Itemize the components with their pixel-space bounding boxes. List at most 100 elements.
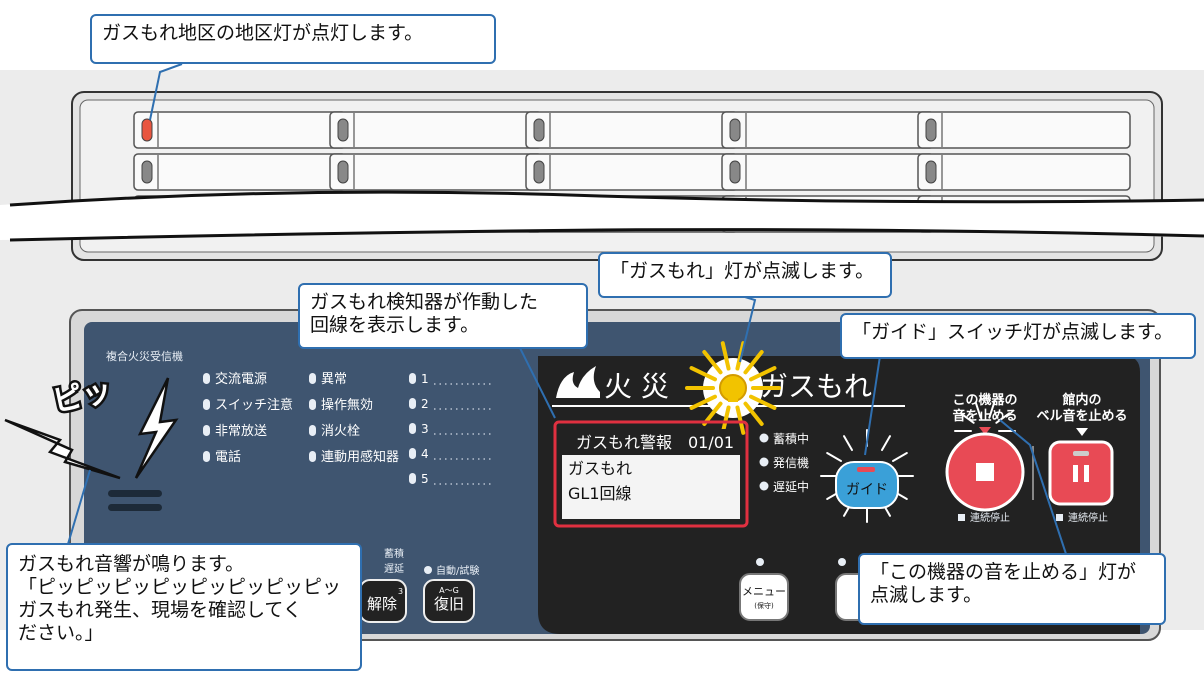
status-lamp: [309, 451, 316, 462]
indicator-lamp: [759, 457, 769, 467]
accum-label: 蓄積: [384, 547, 404, 560]
ray: [720, 341, 731, 371]
ray: [749, 394, 777, 410]
break-band: [0, 192, 1204, 240]
zone-cell: [329, 153, 543, 191]
continuous-stop-mark-2: [1056, 514, 1063, 521]
zone-cell: [917, 111, 1131, 149]
status-label: 連動用感知器: [321, 449, 399, 465]
menu-sub: (保守): [754, 601, 774, 610]
stop-bell-lamp: [1073, 451, 1089, 456]
zone-cell: [133, 111, 347, 149]
numbered-label: 2: [421, 397, 429, 411]
ray: [702, 350, 723, 375]
zone-lamp: [533, 118, 545, 142]
continuous-stop-label-1: 連続停止: [970, 511, 1010, 524]
zone-lamp: [533, 160, 545, 184]
menu-lamp: [756, 558, 764, 566]
ray: [689, 366, 717, 382]
guide-label: ガイド: [846, 482, 888, 498]
numbered-lamp: [409, 448, 416, 459]
ray: [974, 401, 982, 419]
callout-sound: ガスもれ音響が鳴ります。 「ピッピッピッピッピッピッピッピッ ガスもれ発生、現場…: [6, 543, 362, 671]
flame-icon: [556, 366, 600, 398]
numbered-label: 4: [421, 447, 429, 461]
indicator-label: 発信機: [773, 455, 809, 470]
release-sup: 3: [398, 587, 403, 596]
ray: [689, 394, 717, 410]
guide-button-group[interactable]: ガイド: [820, 429, 914, 523]
stop-lamp: [979, 427, 991, 435]
status-lamp: [203, 373, 210, 384]
lcd-header-bar: [562, 429, 740, 455]
restore-button[interactable]: [423, 579, 475, 623]
ray: [735, 341, 746, 371]
stop-bell-label-2: ベル音を止める: [1036, 408, 1127, 424]
gas-lamp-flash: [685, 341, 781, 435]
numbered-label: 1: [421, 372, 429, 386]
auto-test-lamp: [424, 566, 432, 574]
lcd-highlight: [553, 420, 749, 528]
break-line-bottom: [9, 228, 1204, 242]
status-lamp: [309, 373, 316, 384]
leader-stop: [999, 419, 1069, 561]
status-label: 交流電源: [215, 371, 267, 387]
status-lamp: [203, 425, 210, 436]
ray: [959, 412, 975, 424]
stop-bell-button[interactable]: [1048, 440, 1114, 506]
continuous-stop-mark-1: [958, 514, 965, 521]
ray: [843, 435, 853, 452]
restore-label: 復旧: [434, 595, 464, 613]
ray: [720, 405, 731, 435]
lcd-line-3: GL1回線: [568, 484, 632, 503]
numbered-lamp: [409, 398, 416, 409]
leader-zone: [149, 63, 183, 121]
numbered-lamp: [409, 473, 416, 484]
callout-stop-lamp: 「この機器の音を止める」灯が 点滅します。: [858, 553, 1166, 625]
leader-gas: [739, 296, 757, 363]
status-label: 消火栓: [321, 424, 360, 439]
restore-sup: A〜G: [439, 586, 459, 595]
menu-button[interactable]: [739, 573, 789, 621]
zone-lamp: [337, 118, 349, 142]
release-label: 解除: [367, 595, 397, 613]
status-lamp: [309, 399, 316, 410]
guide-lamp: [857, 467, 875, 472]
delay-label: 遅延: [384, 563, 404, 575]
stop-bell-label-1: 館内の: [1062, 392, 1101, 408]
callout-guide-lamp: 「ガイド」スイッチ灯が点滅します。: [840, 313, 1196, 359]
zigzag-left: [4, 418, 121, 480]
break-line-top: [9, 190, 1204, 207]
auto-test-label: 自動/試験: [436, 564, 479, 577]
zone-lamp: [925, 160, 937, 184]
model-label: 複合火災受信機: [106, 349, 183, 363]
ray: [988, 401, 996, 419]
zone-lamp: [141, 160, 153, 184]
stop-this-label-2: 音を止める: [952, 408, 1017, 424]
lcd-line-1: ガスもれ警報 01/01: [576, 433, 734, 452]
ray: [995, 412, 1011, 424]
callout-gas-lamp: 「ガスもれ」灯が点滅します。: [598, 252, 892, 298]
guide-button[interactable]: [835, 461, 899, 509]
ray: [743, 350, 764, 375]
status-lamp: [309, 425, 316, 436]
zone-cell: [133, 153, 347, 191]
indicator-label: 蓄積中: [773, 431, 809, 446]
ray: [743, 401, 764, 426]
ray: [826, 452, 843, 462]
numbered-label: 5: [421, 472, 429, 486]
zone-lamp: [729, 160, 741, 184]
callout-zone-lamp: ガスもれ地区の地区灯が点灯します。: [90, 14, 496, 64]
zone-cell: [721, 111, 935, 149]
zone-cell: [525, 111, 739, 149]
zone-cell: [329, 111, 543, 149]
numbered-lamp: [409, 423, 416, 434]
ray: [891, 452, 908, 462]
indicator-label: 遅延中: [773, 479, 809, 494]
numbered-label: 3: [421, 422, 429, 436]
stop-square-icon: [976, 463, 994, 481]
numbered-lamp: [409, 373, 416, 384]
